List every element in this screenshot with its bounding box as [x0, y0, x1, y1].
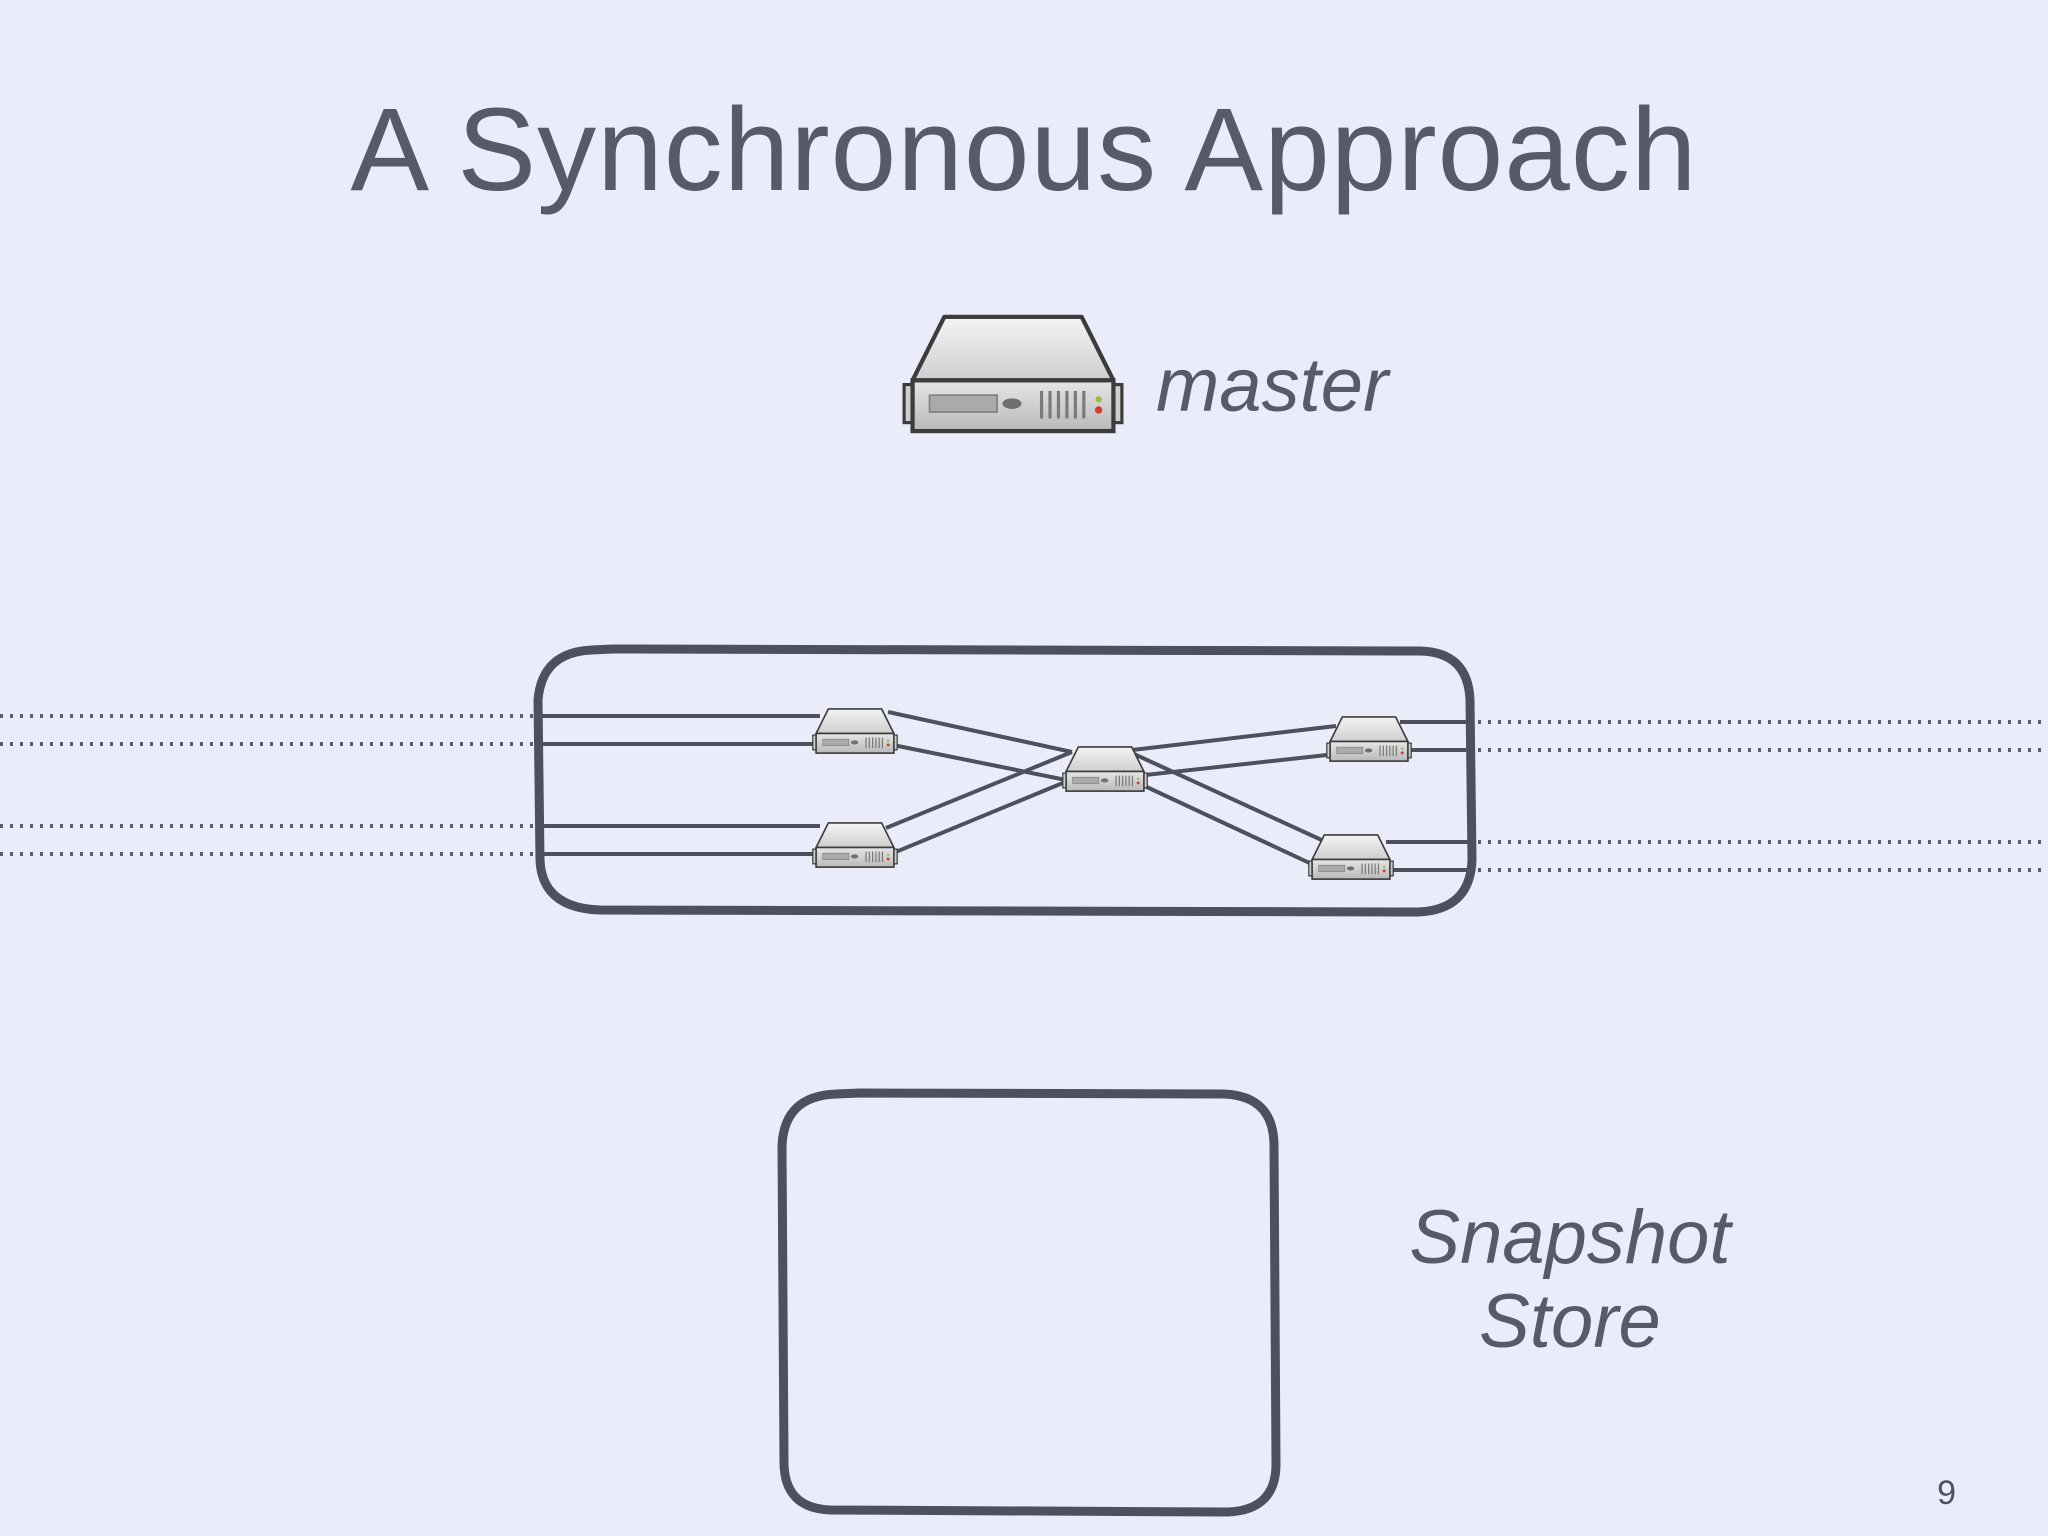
server-icon: [812, 708, 898, 754]
page-number: 9: [1937, 1474, 1956, 1512]
snapshot-store-box: [777, 1088, 1281, 1517]
master-server-icon: [904, 317, 1122, 431]
cluster-boundary: [533, 644, 1477, 917]
internal-links: [542, 710, 1468, 872]
master-label: master: [1156, 343, 1389, 428]
server-icon: [1062, 746, 1148, 792]
slide-title: A Synchronous Approach: [350, 84, 1698, 216]
snapshot-label-line2: Store: [1479, 1279, 1661, 1364]
server-icon: [812, 822, 898, 868]
snapshot-store-label: Snapshot Store: [1380, 1196, 1760, 1364]
snapshot-label-line1: Snapshot: [1409, 1195, 1731, 1280]
server-icon: [1308, 834, 1394, 880]
external-dotted-links: [0, 714, 2048, 872]
server-icon: [1326, 716, 1412, 762]
